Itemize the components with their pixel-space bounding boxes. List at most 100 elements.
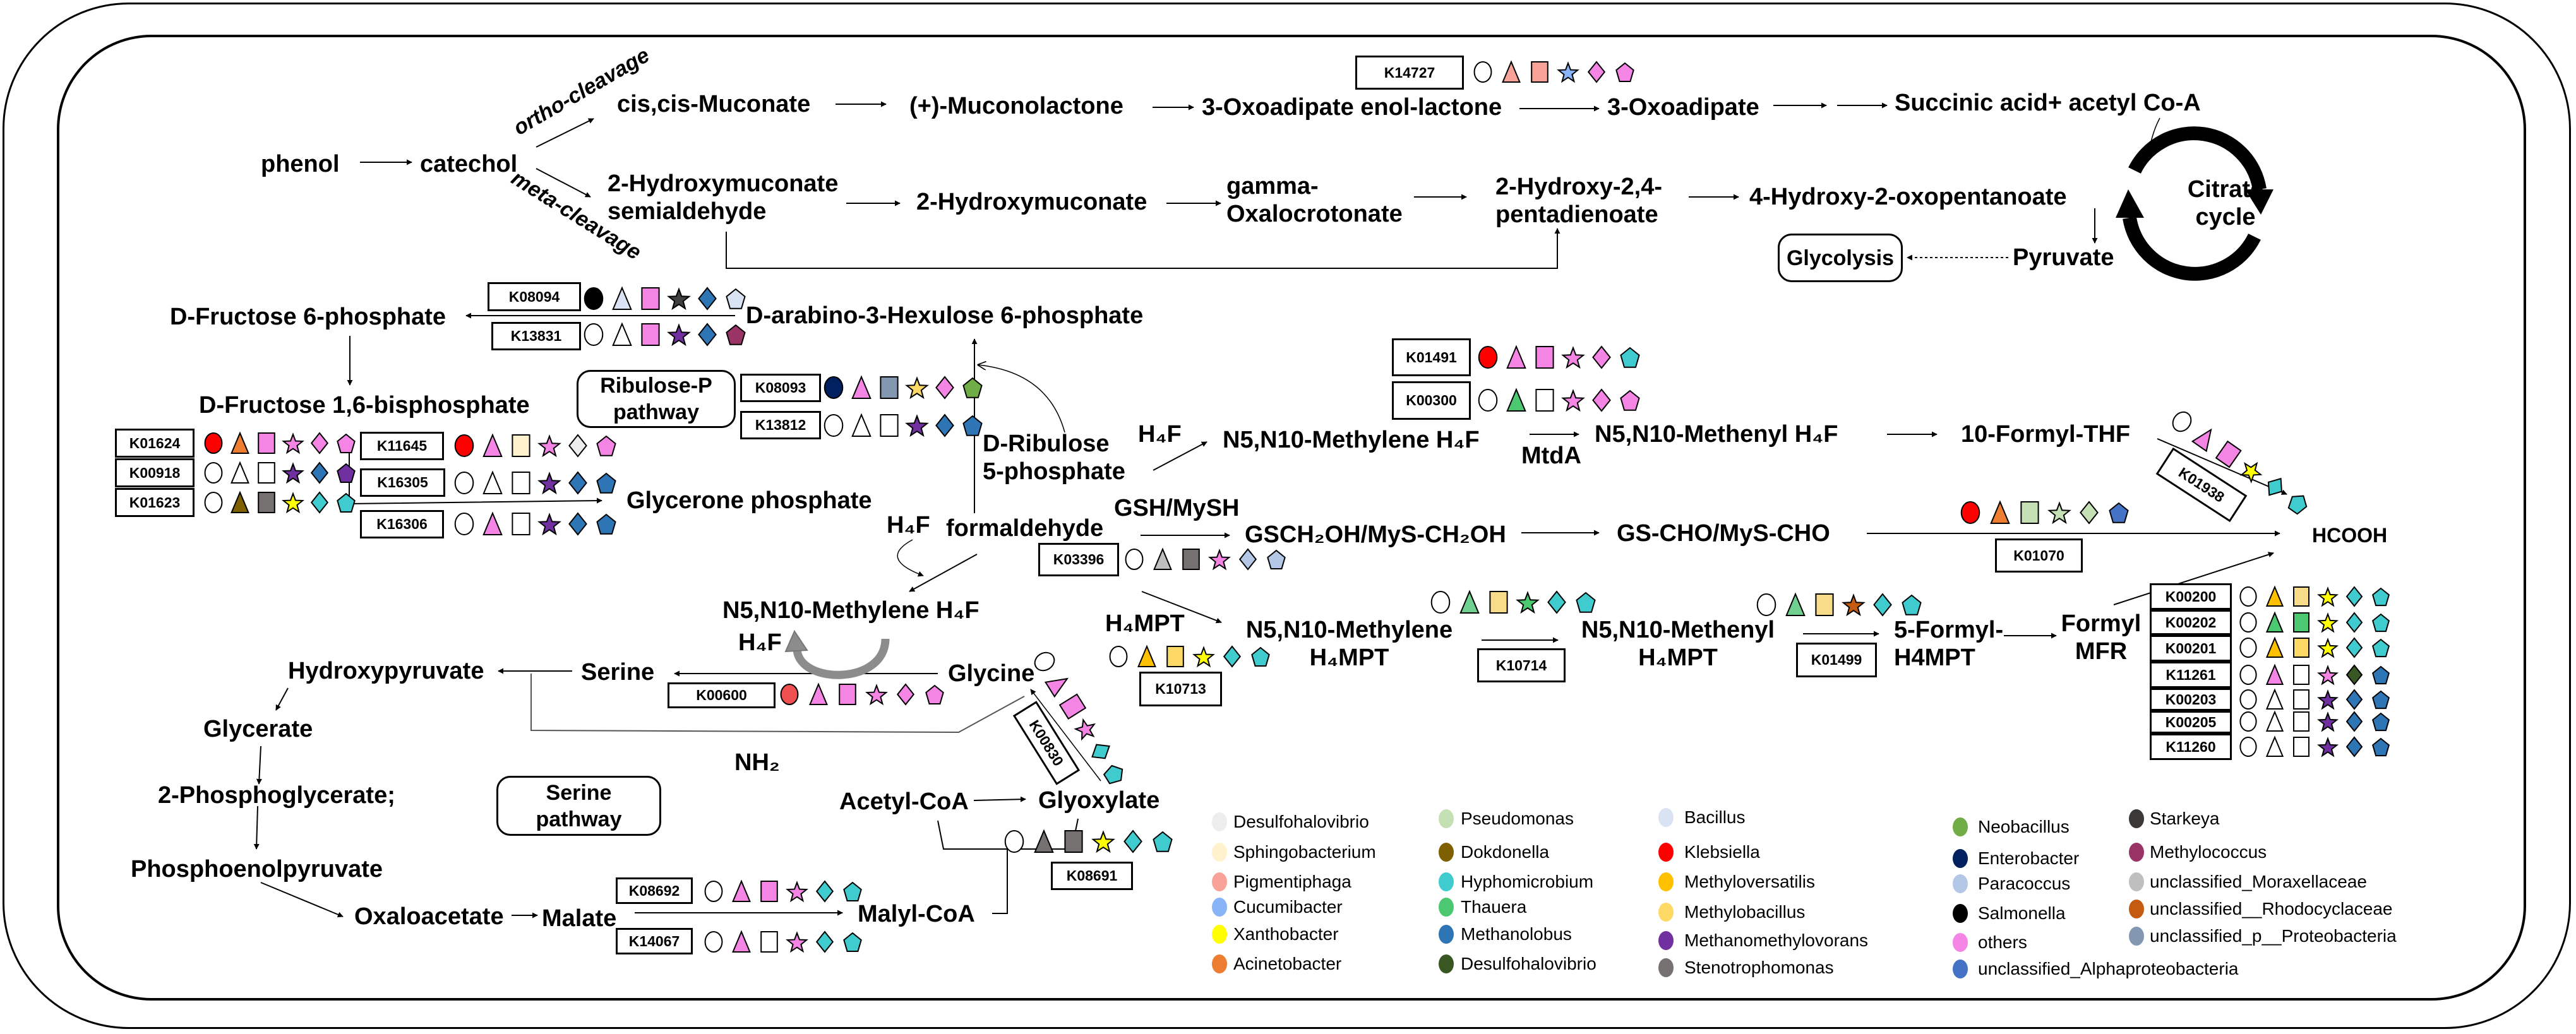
taxa-symbol-row-k14727 — [1473, 60, 1634, 83]
arrow-formylthf-hcooh — [2157, 438, 2287, 495]
ko-box-k08692: K08692 — [616, 877, 693, 904]
diamond-taxon-icon — [1592, 388, 1611, 412]
legend-dot-icon — [1212, 954, 1227, 973]
arrow — [260, 882, 344, 918]
pentagon-taxon-icon — [596, 435, 616, 456]
ko-box-k10714: K10714 — [1477, 648, 1566, 682]
square-taxon-icon — [760, 931, 778, 953]
compound-methenyl-h4f: N5,N10-Methenyl H₄F — [1595, 421, 1838, 448]
triangle-taxon-icon — [2265, 735, 2284, 757]
square-taxon-icon — [512, 472, 530, 494]
square-taxon-icon — [1535, 389, 1554, 412]
arrow — [275, 687, 289, 711]
triangle-taxon-icon — [1990, 500, 2010, 524]
legend-dot-icon — [1439, 843, 1454, 862]
ko-id: K14067 — [628, 932, 680, 949]
circle-taxon-icon — [1478, 346, 1498, 369]
square-taxon-icon — [2293, 586, 2309, 607]
legend-dot-icon — [1439, 925, 1454, 944]
diamond-taxon-icon — [1873, 593, 1892, 617]
pentagon-taxon-icon — [925, 684, 944, 704]
label-line: MFR — [2075, 638, 2128, 665]
legend-dot-icon — [1658, 808, 1674, 827]
square-taxon-icon — [1058, 693, 1087, 720]
taxa-symbol-row-k11260 — [2239, 735, 2390, 758]
diamond-taxon-icon — [1547, 590, 1566, 614]
ko-id: K00205 — [2165, 713, 2217, 730]
diamond-taxon-icon — [1587, 61, 1606, 83]
triangle-taxon-icon — [2265, 636, 2284, 658]
square-taxon-icon — [839, 684, 856, 705]
label-line: pathway — [613, 400, 700, 424]
pentagon-taxon-icon — [1902, 594, 1922, 615]
h4f-recycle-arrowhead — [784, 629, 808, 653]
pentagon-taxon-icon — [1267, 549, 1286, 569]
square-taxon-icon — [641, 287, 660, 310]
star-taxon-icon — [2317, 586, 2339, 607]
pentagon-taxon-icon — [843, 881, 862, 901]
compound-methylene-h4f: N5,N10-Methylene H₄F — [1223, 427, 1480, 453]
circle-taxon-icon — [2172, 411, 2192, 432]
enzyme-mtda-label: MtdA — [1521, 443, 1581, 469]
star-taxon-icon — [1074, 718, 1096, 741]
ko-id: K11261 — [2166, 666, 2216, 683]
legend-dot-icon — [1439, 872, 1454, 891]
ko-id: K08094 — [508, 288, 560, 305]
label-line: N5,N10-Methylene — [1245, 617, 1453, 643]
legend-label: Enterobacter — [1978, 848, 2080, 868]
ko-id: K00201 — [2165, 639, 2217, 657]
label-line: cycle — [2195, 204, 2256, 230]
square-taxon-icon — [2293, 638, 2309, 658]
diamond-taxon-icon — [2345, 736, 2363, 758]
ko-box-k11645: K11645 — [360, 432, 444, 460]
arrow-mfr-hcooh — [2113, 552, 2274, 605]
legend-dot-icon — [1439, 898, 1454, 917]
label-line: Formyl — [2061, 610, 2142, 637]
legend-dot-icon — [1953, 933, 1968, 952]
arrow — [253, 805, 260, 850]
taxa-symbol-row-k01070 — [1960, 500, 2129, 525]
taxa-symbol-row-k00600 — [780, 682, 944, 706]
diamond-taxon-icon — [2080, 501, 2099, 525]
compound-10-formyl-thf: 10-Formyl-THF — [1961, 421, 2131, 448]
star-taxon-icon — [2317, 689, 2339, 710]
legend-label: Starkeya — [2150, 809, 2220, 828]
pentagon-taxon-icon — [596, 472, 616, 494]
taxa-symbol-row-k00300 — [1478, 388, 1640, 412]
compound-glyoxylate: Glyoxylate — [1038, 787, 1160, 814]
ko-box-k00205: K00205 — [2150, 711, 2232, 734]
diamond-taxon-icon — [568, 512, 587, 536]
ko-id: K11645 — [376, 437, 428, 454]
ko-id: K11260 — [2166, 738, 2216, 755]
amino-transfer-line — [530, 674, 1025, 734]
ko-box-k03396: K03396 — [1038, 543, 1119, 576]
triangle-taxon-icon — [1506, 345, 1526, 369]
compound-serine: Serine — [581, 659, 655, 686]
legend-label: Methanomethylovorans — [1684, 930, 1869, 950]
ko-box-k14727: K14727 — [1355, 56, 1464, 90]
star-taxon-icon — [1842, 593, 1866, 617]
compound-muconolactone: (+)-Muconolactone — [909, 93, 1123, 119]
circle-taxon-icon — [704, 931, 723, 953]
circle-taxon-icon — [584, 287, 604, 310]
diamond-taxon-icon — [1123, 829, 1142, 853]
arrow-ribulose-to-hexulose — [978, 365, 1065, 433]
triangle-taxon-icon — [732, 879, 751, 902]
diamond-taxon-icon — [310, 491, 329, 514]
ko-box-k00300: K00300 — [1392, 381, 1471, 420]
label-line: 5-Formyl- — [1894, 617, 2004, 643]
legend-label: Paracoccus — [1978, 874, 2071, 893]
legend-dot-icon — [1212, 812, 1227, 831]
legend-dot-icon — [1953, 817, 1968, 836]
taxa-symbol-row-k08093 — [824, 375, 983, 400]
compound-oxaloacetate: Oxaloacetate — [354, 903, 504, 930]
ko-box-k08094: K08094 — [488, 282, 581, 311]
legend-dot-icon — [1953, 849, 1968, 868]
compound-hydroxypyruvate: Hydroxypyruvate — [288, 658, 484, 684]
ko-box-k01499: K01499 — [1796, 643, 1877, 677]
label-line: semialdehyde — [608, 198, 767, 225]
ko-id: K01623 — [129, 494, 181, 511]
compound-pyruvate: Pyruvate — [2013, 244, 2114, 271]
